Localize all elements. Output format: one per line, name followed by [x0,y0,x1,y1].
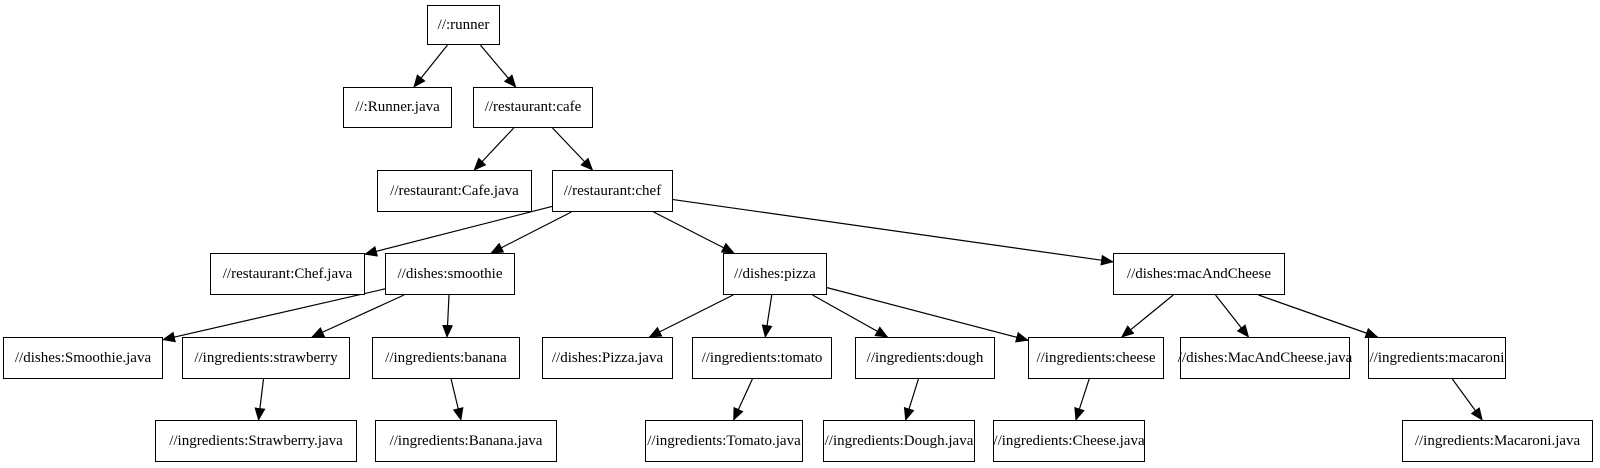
graph-node-cafe-java: //restaurant:Cafe.java [377,170,532,212]
graph-node-smoothie-java: //dishes:Smoothie.java [3,337,163,379]
graph-node-banana: //ingredients:banana [372,337,520,379]
graph-node-runner-java: //:Runner.java [343,87,452,128]
graph-node-label: //ingredients:dough [866,349,984,366]
dependency-edge-pizza-to-cheese [826,287,1029,343]
graph-node-label: //ingredients:banana [385,349,507,366]
graph-node-label: //dishes:smoothie [397,265,503,282]
dependency-edge-pizza-to-pizza-java [648,294,734,338]
graph-node-strawberry: //ingredients:strawberry [182,337,350,379]
graph-node-label: //:runner [437,16,490,33]
graph-node-mac-and-cheese-java: //dishes:MacAndCheese.java [1177,337,1353,379]
graph-node-label: //ingredients:Cheese.java [993,432,1145,449]
dependency-edge-strawberry-to-strawberry-java [254,378,266,421]
dependency-edge-cafe-to-cafe-java [473,127,515,171]
graph-node-macaroni: //ingredients:macaroni [1368,337,1506,379]
dependency-edge-pizza-to-tomato [761,294,773,338]
graph-node-chef: //restaurant:chef [552,170,673,212]
graph-node-cheese-java: //ingredients:Cheese.java [993,420,1145,462]
graph-node-pizza-java: //dishes:Pizza.java [542,337,673,379]
dependency-edge-chef-to-chef-java [364,205,553,257]
graph-node-mac-and-cheese: //dishes:macAndCheese [1113,253,1285,295]
graph-node-dough: //ingredients:dough [855,337,995,379]
dependency-edge-macaroni-to-macaroni-java [1451,378,1483,421]
dependency-edge-mac-and-cheese-to-cheese [1120,294,1174,338]
graph-node-label: //restaurant:Cafe.java [390,182,519,199]
dependency-edge-runner-to-cafe [479,44,517,88]
graph-node-label: //restaurant:cafe [484,99,582,115]
graph-node-macaroni-java: //ingredients:Macaroni.java [1402,420,1593,462]
graph-node-label: //ingredients:Dough.java [824,432,974,449]
dependency-edge-tomato-to-tomato-java [733,378,753,421]
graph-node-pizza: //dishes:pizza [723,253,827,295]
graph-node-dough-java: //ingredients:Dough.java [823,420,975,462]
graph-node-chef-java: //restaurant:Chef.java [210,253,365,295]
graph-node-label: //ingredients:Macaroni.java [1414,432,1581,449]
graph-node-label: //dishes:pizza [734,265,816,282]
graph-node-label: //ingredients:Tomato.java [647,432,801,449]
dependency-edge-chef-to-pizza [653,211,735,254]
graph-node-label: //dishes:Smoothie.java [14,349,152,366]
graph-node-runner: //:runner [427,5,500,45]
graph-node-label: //dishes:macAndCheese [1126,265,1272,282]
dependency-edge-smoothie-to-banana [442,294,454,338]
graph-node-label: //restaurant:Chef.java [222,265,353,282]
graph-node-label: //ingredients:Banana.java [389,432,543,449]
graph-node-label: //ingredients:macaroni [1369,349,1505,366]
dependency-edge-smoothie-to-strawberry [311,294,405,338]
graph-node-label: //dishes:Pizza.java [551,349,664,366]
graph-node-banana-java: //ingredients:Banana.java [375,420,557,462]
dependency-edge-mac-and-cheese-to-macaroni [1258,294,1379,339]
dependency-edge-chef-to-smoothie [490,211,572,254]
graph-node-label: //ingredients:Strawberry.java [169,432,343,449]
graph-node-cheese: //ingredients:cheese [1028,337,1164,379]
dependency-edge-banana-to-banana-java [450,378,464,421]
graph-node-label: //:Runner.java [355,99,440,115]
graph-node-tomato: //ingredients:tomato [692,337,832,379]
dependency-edge-dough-to-dough-java [903,378,919,421]
dependency-edge-cheese-to-cheese-java [1074,378,1090,421]
dependency-edge-pizza-to-dough [812,294,889,338]
dependency-edge-smoothie-to-smoothie-java [162,288,386,343]
graph-node-label: //ingredients:cheese [1036,349,1156,366]
graph-node-tomato-java: //ingredients:Tomato.java [645,420,803,462]
graph-node-label: //restaurant:chef [563,182,662,199]
dependency-edge-runner-to-runner-java [413,44,448,88]
graph-node-cafe: //restaurant:cafe [473,87,593,128]
dependency-edge-mac-and-cheese-to-mac-and-cheese-java [1215,294,1250,338]
graph-node-label: //dishes:MacAndCheese.java [1177,349,1353,366]
graph-node-smoothie: //dishes:smoothie [385,253,515,295]
dependency-edge-cafe-to-chef [552,127,594,171]
graph-node-label: //ingredients:strawberry [194,349,338,366]
graph-node-label: //ingredients:tomato [701,349,823,366]
graph-node-strawberry-java: //ingredients:Strawberry.java [155,420,357,462]
